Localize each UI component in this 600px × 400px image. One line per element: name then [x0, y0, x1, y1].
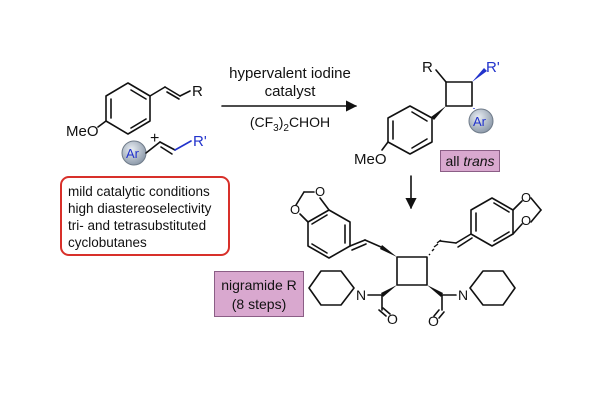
all-trans-tag: all trans	[440, 150, 500, 172]
product-cyclobutane: R R' Ar MeO	[354, 59, 500, 168]
reactant-styrene: R MeO	[66, 82, 203, 140]
nigramide-wedge-lr	[427, 285, 443, 297]
amide-n-right: N	[458, 287, 468, 303]
reactant2-ar-label: Ar	[126, 146, 140, 161]
product-meo-label: MeO	[354, 151, 387, 168]
ring-o-left-a: O	[315, 184, 325, 199]
reagent-line-1: hypervalent iodine	[229, 65, 351, 82]
product-aryl-ball	[468, 108, 494, 134]
product-ar-label: Ar	[473, 114, 487, 129]
all-trans-prefix: all	[445, 153, 464, 169]
nigramide-hash-ur	[428, 239, 442, 256]
aryl-wedge	[431, 106, 446, 120]
plus-sign: +	[150, 130, 159, 147]
ring-o-left-b: O	[290, 202, 300, 217]
nigramide-name: nigramide R	[221, 277, 297, 293]
solvent-part-a: (CF	[250, 114, 273, 130]
nigramide-tag: nigramide R (8 steps)	[214, 271, 304, 317]
solvent-sub-a: 3	[273, 123, 279, 134]
feature-line-1: mild catalytic conditions	[68, 184, 210, 199]
amide-o-right: O	[428, 313, 439, 329]
product-r-label: R	[422, 59, 433, 76]
amide-o-left: O	[387, 311, 398, 327]
solvent-sub-b: 2	[283, 123, 289, 134]
nigramide-steps: (8 steps)	[231, 296, 287, 312]
product-rprime-label: R'	[486, 59, 500, 76]
feature-line-2: high diastereoselectivity	[68, 201, 212, 216]
feature-line-4: cyclobutanes	[68, 235, 147, 250]
reagent-line-2: catalyst	[265, 83, 317, 100]
rprime-wedge	[472, 68, 487, 82]
amide-n-left: N	[356, 287, 366, 303]
solvent-label: (CF3)2CHOH	[250, 114, 330, 134]
reactant2-rprime-label: R'	[193, 133, 207, 150]
features-box: mild catalytic conditions high diastereo…	[60, 176, 230, 256]
nigramide-wedge-ul	[380, 245, 397, 257]
solvent-part-c: CHOH	[289, 114, 330, 130]
nigramide-wedge-ll	[381, 285, 397, 297]
solvent-part-b: )	[279, 114, 284, 130]
reactant1-r-label: R	[192, 83, 203, 100]
reactant-aryl-alkene: Ar R'	[121, 133, 207, 166]
feature-line-3: tri- and tetrasubstituted	[68, 218, 207, 233]
nigramide-structure: O O O O O N	[290, 184, 542, 329]
reactant1-meo-label: MeO	[66, 123, 99, 140]
ring-o-right-a: O	[521, 190, 531, 205]
ring-o-right-b: O	[521, 213, 531, 228]
all-trans-italic: trans	[463, 153, 495, 169]
